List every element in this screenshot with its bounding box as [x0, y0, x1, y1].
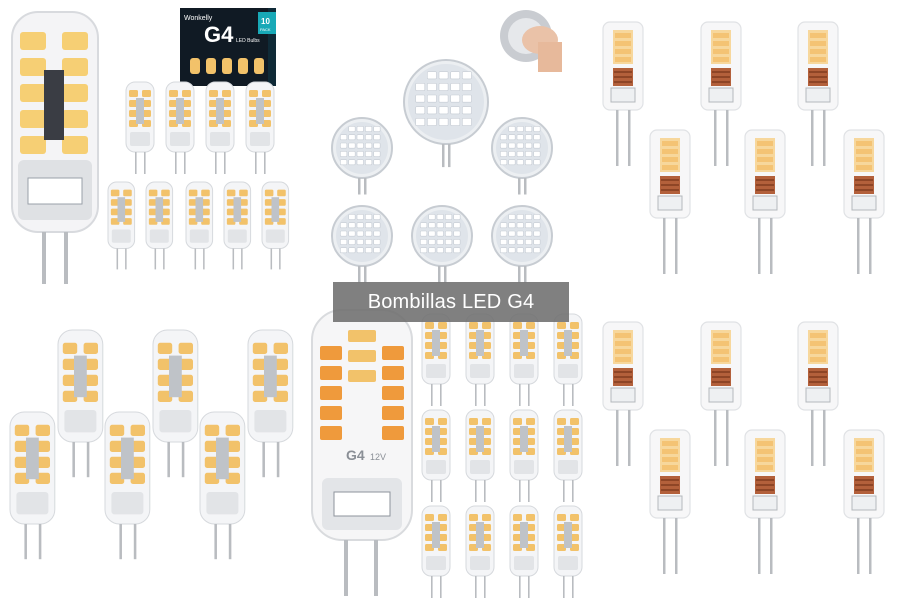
round-disc-bulb — [331, 205, 393, 283]
box-brand: Wonkelly — [184, 15, 213, 22]
warm-led-bulb — [199, 411, 246, 560]
warm-led-bulb — [247, 329, 294, 478]
small-24led-bulb — [421, 409, 451, 502]
product-photo-cob-clear-pack-b — [600, 300, 900, 600]
warm-led-bulb — [223, 181, 252, 270]
product-photo-round-disc-pack — [300, 0, 600, 295]
small-bulb-group — [107, 81, 290, 270]
collage-title-banner: Bombillas LED G4 — [333, 282, 569, 322]
product-photo-cob-clear-pack-a — [600, 0, 900, 295]
product-photo-warm-12led-loose — [0, 300, 300, 600]
small-24led-bulb — [421, 505, 451, 598]
large-disc-bulb — [403, 59, 489, 168]
clear-cob-bulb-group — [602, 321, 885, 574]
small-24led-bulb — [553, 505, 583, 598]
clear-cob-bulb — [744, 129, 786, 274]
small-24led-bulb-group — [421, 313, 583, 598]
product-photo-warm-24led-pack: G4 12V — [300, 300, 600, 600]
collage-title: Bombillas LED G4 — [367, 290, 535, 313]
bulb-voltage-print: 12V — [370, 452, 386, 462]
warm-led-bulb — [245, 81, 275, 174]
warm-led-bulb — [261, 181, 290, 270]
clear-cob-bulb — [602, 21, 644, 166]
warm-led-bulb — [145, 181, 174, 270]
box-model: G4 — [204, 22, 234, 47]
large-24led-bulb: G4 12V — [311, 309, 413, 596]
round-disc-bulb — [411, 205, 473, 283]
retail-box: Wonkelly G4 LED Bulbs 10 PACK — [180, 8, 276, 86]
warm-led-bulb — [57, 329, 104, 478]
small-24led-bulb — [465, 505, 495, 598]
clear-cob-bulb — [797, 21, 839, 166]
small-24led-bulb — [465, 409, 495, 502]
warm-led-bulb-group — [9, 329, 294, 560]
large-bulb — [11, 11, 99, 284]
warm-led-bulb — [152, 329, 199, 478]
warm-led-bulb — [107, 181, 136, 270]
small-24led-bulb — [421, 313, 451, 406]
install-photo — [500, 10, 562, 72]
bulb-g4-print: G4 — [346, 447, 365, 463]
clear-cob-bulb — [649, 129, 691, 274]
box-badge-text: PACK — [260, 27, 271, 32]
clear-cob-bulb — [843, 429, 885, 574]
clear-cob-bulb — [700, 21, 742, 166]
warm-led-bulb — [165, 81, 195, 174]
small-24led-bulb — [553, 313, 583, 406]
clear-cob-bulb — [744, 429, 786, 574]
small-24led-bulb — [509, 313, 539, 406]
clear-cob-bulb — [843, 129, 885, 274]
warm-led-bulb — [125, 81, 155, 174]
disc-bulb-group — [331, 59, 553, 283]
box-subtitle: LED Bulbs — [236, 38, 260, 44]
clear-cob-bulb-group — [602, 21, 885, 274]
warm-led-bulb — [185, 181, 214, 270]
warm-led-bulb — [205, 81, 235, 174]
product-photo-warm-12led-pack: Wonkelly G4 LED Bulbs 10 PACK — [0, 0, 300, 295]
round-disc-bulb — [491, 117, 553, 195]
small-24led-bulb — [509, 409, 539, 502]
round-disc-bulb — [331, 117, 393, 195]
round-disc-bulb — [491, 205, 553, 283]
warm-led-bulb — [104, 411, 151, 560]
small-24led-bulb — [465, 313, 495, 406]
warm-led-bulb — [9, 411, 56, 560]
clear-cob-bulb — [602, 321, 644, 466]
clear-cob-bulb — [797, 321, 839, 466]
small-24led-bulb — [509, 505, 539, 598]
clear-cob-bulb — [700, 321, 742, 466]
small-24led-bulb — [553, 409, 583, 502]
box-badge-number: 10 — [261, 17, 270, 26]
clear-cob-bulb — [649, 429, 691, 574]
